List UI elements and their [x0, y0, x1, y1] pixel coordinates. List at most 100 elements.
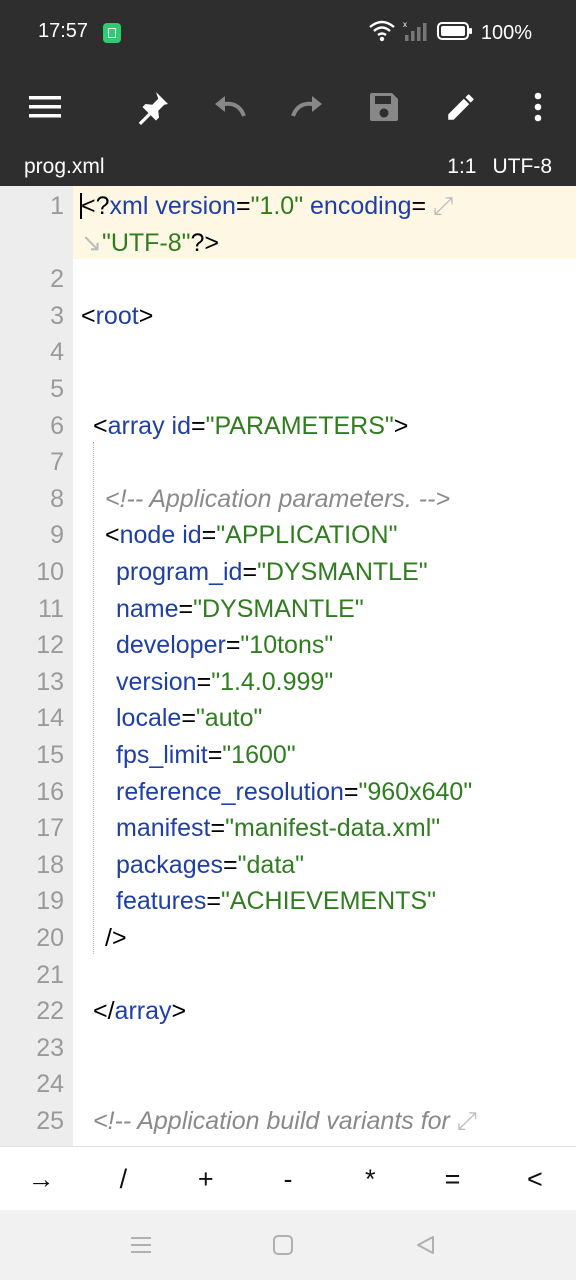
code-value: "1.0" — [250, 192, 304, 220]
code-text: locale="auto" — [116, 700, 262, 737]
code-text: /> — [105, 920, 127, 957]
line-number: 23 — [36, 1033, 64, 1062]
recents-icon — [131, 1237, 151, 1253]
code-line: 22</array> — [0, 993, 576, 1030]
undo-button[interactable] — [203, 80, 257, 134]
code-tag: developer — [116, 631, 226, 660]
code-text: reference_resolution="960x640" — [116, 774, 472, 811]
code-line: ↘"UTF-8"?> — [0, 225, 576, 262]
code-line: 8<!-- Application parameters. --> — [0, 481, 576, 518]
code-line: 16 reference_resolution="960x640" — [0, 774, 576, 811]
code-tag: version — [155, 192, 236, 220]
code-text: name="DYSMANTLE" — [116, 591, 364, 628]
code-text: <array id="PARAMETERS"> — [93, 408, 408, 445]
line-number: 5 — [50, 375, 64, 403]
key-slash[interactable]: / — [119, 1163, 128, 1194]
code-line: 7 — [0, 444, 576, 481]
code-punct: <? — [81, 192, 110, 220]
code-value: "PARAMETERS" — [205, 411, 394, 440]
code-line: 2 — [0, 261, 576, 298]
code-tag: program_id — [116, 558, 243, 586]
code-tag: version — [116, 667, 197, 696]
code-punct: < — [81, 301, 96, 330]
code-line: 23 — [0, 1030, 576, 1067]
home-button[interactable] — [268, 1230, 298, 1260]
code-punct: = — [191, 411, 206, 440]
line-number: 24 — [36, 1070, 64, 1099]
code-punct: > — [138, 301, 154, 330]
undo-icon — [215, 96, 246, 117]
line-number: 9 — [50, 521, 64, 550]
more-vert-icon — [534, 92, 542, 122]
key-asterisk[interactable]: * — [365, 1163, 376, 1194]
file-encoding: UTF-8 — [492, 155, 553, 178]
home-icon — [273, 1235, 293, 1255]
code-tag: id — [182, 521, 202, 550]
extra-keys-bar: → / + - * = < — [0, 1146, 576, 1211]
code-value: "10tons" — [240, 631, 334, 660]
menu-button[interactable] — [18, 80, 72, 134]
code-line: 19 features="ACHIEVEMENTS" — [0, 883, 576, 920]
code-line: 5 — [0, 371, 576, 408]
code-punct: = — [223, 850, 238, 879]
code-tag: name — [116, 594, 179, 623]
key-equals[interactable]: = — [444, 1163, 461, 1194]
line-number: 6 — [50, 411, 64, 440]
line-number: 7 — [50, 448, 64, 477]
current-line-highlight — [73, 186, 576, 259]
code-punct: = — [178, 594, 194, 623]
line-number: 16 — [36, 777, 64, 806]
code-value: "UTF-8" — [101, 228, 191, 257]
edit-button[interactable] — [434, 80, 488, 134]
line-number: 19 — [36, 887, 64, 916]
key-plus[interactable]: + — [197, 1163, 214, 1194]
code-text: developer="10tons" — [116, 627, 333, 664]
code-text: program_id="DYSMANTLE" — [116, 554, 428, 591]
status-bar: 17:57 x 100% — [0, 0, 576, 66]
code-editor[interactable]: 1<?xml version="1.0" encoding= ⤢↘"UTF-8"… — [0, 186, 576, 1146]
save-icon — [370, 93, 398, 121]
code-line: 4 — [0, 334, 576, 371]
code-punct: ?> — [190, 228, 220, 257]
pin-button[interactable] — [126, 80, 180, 134]
more-options-button[interactable] — [511, 80, 565, 134]
redo-icon — [291, 96, 322, 117]
status-time: 17:57 — [38, 20, 89, 42]
code-punct: > — [393, 411, 409, 440]
toolbar — [0, 66, 576, 148]
code-punct: > — [171, 997, 187, 1026]
code-tag: array — [114, 997, 172, 1026]
line-number: 3 — [50, 301, 64, 330]
back-icon — [417, 1236, 434, 1254]
edit-icon — [448, 94, 474, 120]
code-text: ↘"UTF-8"?> — [81, 225, 219, 262]
line-number: 10 — [36, 558, 64, 586]
key-arrow-right[interactable]: → — [27, 1163, 55, 1194]
redo-button[interactable] — [280, 80, 334, 134]
text-cursor — [80, 193, 82, 219]
recents-button[interactable] — [126, 1230, 156, 1260]
code-value: "auto" — [195, 704, 263, 733]
code-tag: features — [116, 887, 207, 916]
save-button[interactable] — [357, 80, 411, 134]
battery-icon — [436, 21, 473, 46]
key-minus[interactable]: - — [283, 1163, 293, 1194]
code-tag: node — [119, 521, 176, 550]
back-button[interactable] — [410, 1230, 440, 1260]
code-text: features="ACHIEVEMENTS" — [116, 883, 436, 920]
line-number: 1 — [50, 192, 64, 220]
code-value: "data" — [237, 850, 305, 879]
code-line: 10 program_id="DYSMANTLE" — [0, 554, 576, 591]
code-punct: = — [206, 887, 221, 916]
code-line: 6 <array id="PARAMETERS"> — [0, 408, 576, 445]
key-less-than[interactable]: < — [526, 1163, 543, 1194]
line-number: 14 — [36, 704, 64, 733]
line-number: 17 — [36, 814, 64, 843]
line-number-gutter — [0, 186, 73, 1146]
line-number: 11 — [38, 594, 64, 623]
code-line: 3<root> — [0, 298, 576, 335]
line-number: 25 — [36, 1107, 64, 1135]
